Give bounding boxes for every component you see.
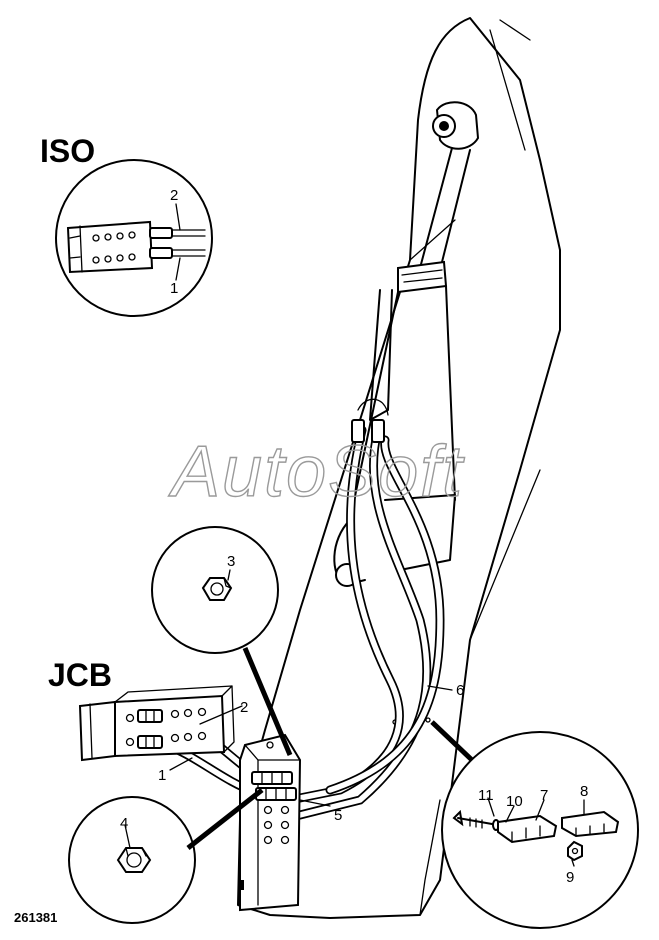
callout-7: 7 — [540, 787, 548, 804]
callout-6: 6 — [456, 682, 464, 699]
nut-4-inset — [68, 788, 264, 924]
callout-10: 10 — [506, 793, 523, 810]
callout-jcb-2: 2 — [240, 699, 248, 716]
callout-9: 9 — [566, 869, 574, 886]
callout-5: 5 — [334, 807, 342, 824]
leader-6 — [427, 685, 453, 691]
callout-3: 3 — [227, 553, 235, 570]
callout-11: 11 — [478, 787, 494, 804]
clamp-parts-inset — [430, 720, 639, 929]
iso-heading: ISO — [40, 133, 95, 169]
callout-iso-1: 1 — [170, 280, 178, 297]
leader-5 — [299, 799, 331, 807]
watermark-text: AutoSoft — [168, 432, 465, 512]
reference-number: 261381 — [14, 910, 57, 925]
hydraulic-cylinder — [333, 101, 480, 587]
jcb-heading: JCB — [48, 657, 112, 693]
callout-8: 8 — [580, 783, 588, 800]
iso-inset — [55, 159, 213, 317]
jcb-valve-block — [78, 685, 243, 771]
nut-3-inset — [151, 526, 293, 756]
callout-jcb-1: 1 — [158, 767, 166, 784]
callout-iso-2: 2 — [170, 187, 178, 204]
hydraulic-hoses — [285, 398, 445, 820]
manifold-block — [238, 733, 302, 912]
callout-4: 4 — [120, 815, 128, 832]
